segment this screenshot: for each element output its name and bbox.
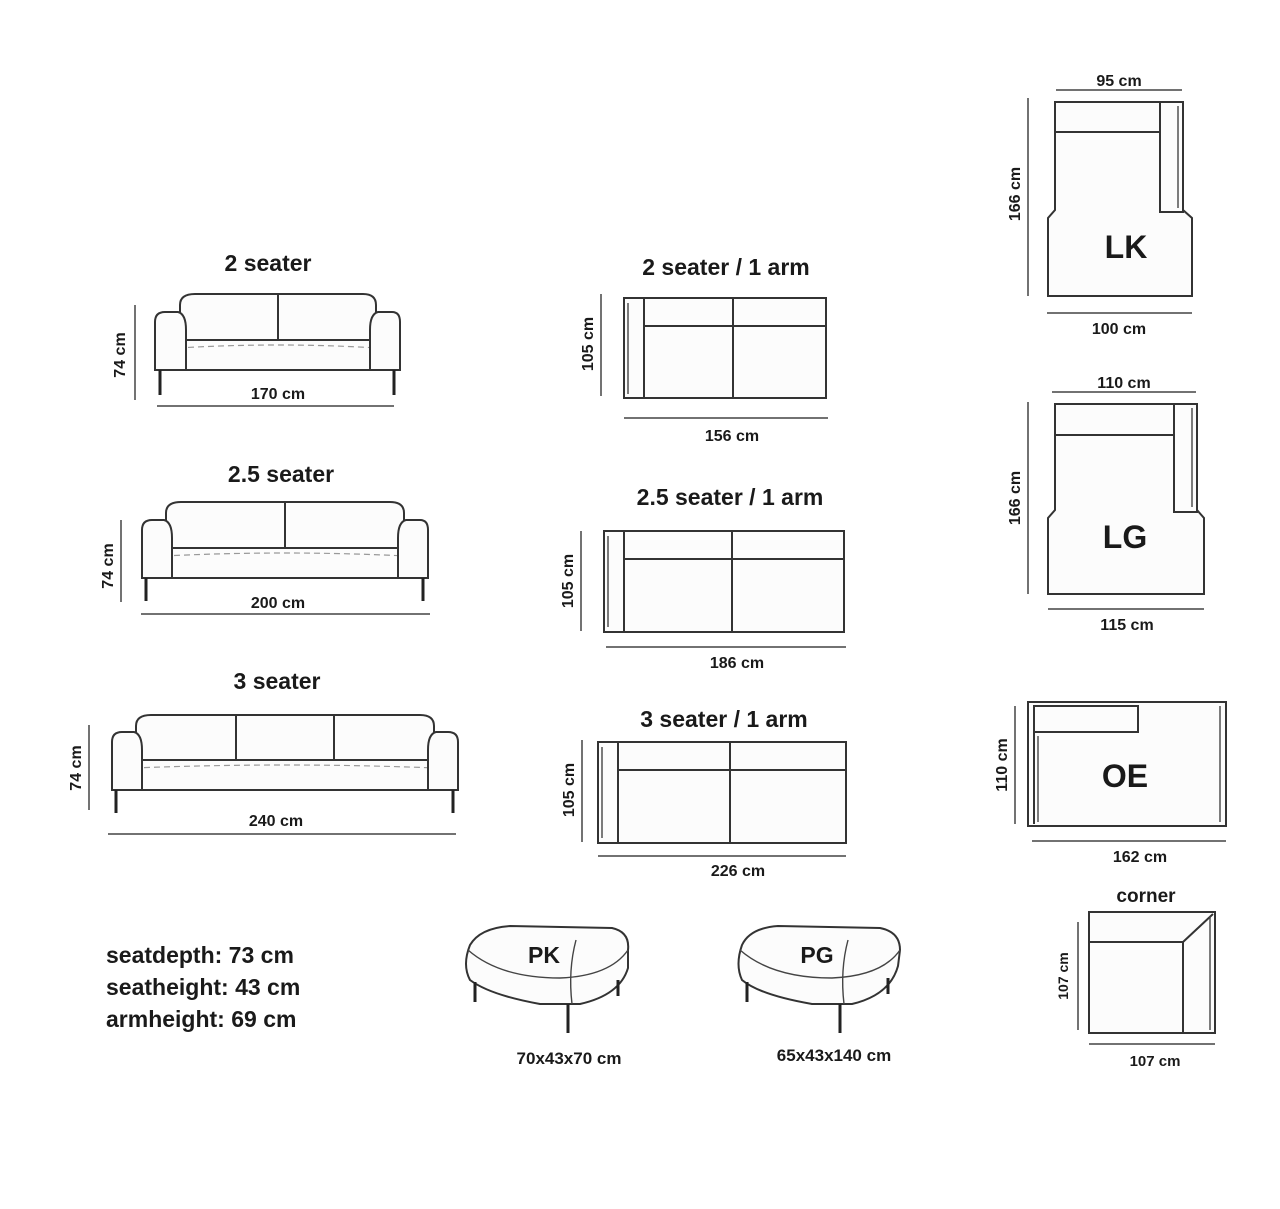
one-arm-3-seater-title: 3 seater / 1 arm xyxy=(640,706,808,732)
spec-seatheight: seatheight: 43 cm xyxy=(106,974,300,1000)
module-oe: OE 110 cm 162 cm xyxy=(994,701,1227,866)
sofa-2-seater: 2 seater 74 cm 170 cm xyxy=(112,250,401,407)
spec-armheight: armheight: 69 cm xyxy=(106,1006,296,1032)
ottoman-pk-size-label: 70x43x70 cm xyxy=(517,1049,622,1068)
sofa-2-seater-drawing xyxy=(154,293,401,395)
module-corner-bottom-label: 107 cm xyxy=(1130,1053,1181,1070)
module-corner-side-label: 107 cm xyxy=(1055,952,1071,999)
module-oe-code: OE xyxy=(1102,758,1148,794)
sofa-2-seater-title: 2 seater xyxy=(225,250,312,276)
module-lg-top-label: 110 cm xyxy=(1097,375,1150,392)
module-lk-drawing xyxy=(1047,101,1193,297)
sofa-2-seater-height-label: 74 cm xyxy=(112,332,129,377)
module-corner: corner 107 cm 107 cm xyxy=(1055,886,1216,1070)
ottoman-pk-code: PK xyxy=(528,942,560,968)
module-lg-code: LG xyxy=(1103,519,1147,555)
one-arm-3-seater-drawing xyxy=(597,741,847,844)
one-arm-2-seater: 2 seater / 1 arm 105 cm 156 cm xyxy=(580,254,828,445)
sofa-3-seater: 3 seater 74 cm 240 cm xyxy=(68,668,459,835)
module-lk: 95 cm LK 166 cm 100 cm xyxy=(1007,73,1193,338)
ottoman-pg-drawing xyxy=(737,924,902,1033)
one-arm-3-seater-width-label: 226 cm xyxy=(711,863,765,880)
specs-list: seatdepth: 73 cm seatheight: 43 cm armhe… xyxy=(106,942,300,1032)
module-lk-bottom-label: 100 cm xyxy=(1092,321,1146,338)
one-arm-3-seater: 3 seater / 1 arm 105 cm 226 cm xyxy=(561,706,847,880)
sofa-3-seater-height-label: 74 cm xyxy=(68,745,85,790)
one-arm-2-5-seater-drawing xyxy=(603,530,845,633)
module-corner-title: corner xyxy=(1116,886,1176,907)
module-lg-side-label: 166 cm xyxy=(1007,471,1024,525)
module-lk-side-label: 166 cm xyxy=(1007,167,1024,221)
module-oe-side-label: 110 cm xyxy=(994,738,1011,791)
sofa-3-seater-width-label: 240 cm xyxy=(249,813,303,830)
module-oe-drawing xyxy=(1027,701,1227,827)
one-arm-2-seater-depth-label: 105 cm xyxy=(580,317,597,371)
module-lg-drawing xyxy=(1047,403,1205,595)
sofa-2-5-seater-height-label: 74 cm xyxy=(100,543,117,588)
ottoman-pg-code: PG xyxy=(800,942,833,968)
module-oe-bottom-label: 162 cm xyxy=(1113,849,1167,866)
one-arm-2-seater-drawing xyxy=(623,297,827,399)
module-lg: 110 cm LG 166 cm 115 cm xyxy=(1007,375,1205,634)
one-arm-2-seater-title: 2 seater / 1 arm xyxy=(642,254,810,280)
spec-seatdepth: seatdepth: 73 cm xyxy=(106,942,294,968)
sofa-2-seater-width-label: 170 cm xyxy=(251,386,305,403)
one-arm-3-seater-depth-label: 105 cm xyxy=(561,763,578,817)
ottoman-pg-size-label: 65x43x140 cm xyxy=(777,1046,891,1065)
module-corner-drawing xyxy=(1088,911,1216,1034)
one-arm-2-seater-width-label: 156 cm xyxy=(705,428,759,445)
sofa-2-5-seater: 2.5 seater 74 cm 200 cm xyxy=(100,461,430,615)
one-arm-2-5-seater-depth-label: 105 cm xyxy=(560,554,577,608)
sofa-2-5-seater-title: 2.5 seater xyxy=(228,461,334,487)
sofa-2-5-seater-drawing xyxy=(141,501,429,601)
module-lg-bottom-label: 115 cm xyxy=(1100,617,1153,634)
one-arm-2-5-seater-width-label: 186 cm xyxy=(710,655,764,672)
sofa-3-seater-drawing xyxy=(111,714,459,813)
sofa-3-seater-title: 3 seater xyxy=(234,668,321,694)
module-lk-code: LK xyxy=(1105,229,1148,265)
one-arm-2-5-seater-title: 2.5 seater / 1 arm xyxy=(637,484,824,510)
ottoman-pk: PK 70x43x70 cm xyxy=(465,924,630,1068)
sofa-2-5-seater-width-label: 200 cm xyxy=(251,595,305,612)
module-lk-top-label: 95 cm xyxy=(1096,73,1141,90)
ottoman-pg: PG 65x43x140 cm xyxy=(737,924,902,1065)
ottoman-pk-drawing xyxy=(465,924,630,1033)
one-arm-2-5-seater: 2.5 seater / 1 arm 105 cm 186 cm xyxy=(560,484,846,672)
